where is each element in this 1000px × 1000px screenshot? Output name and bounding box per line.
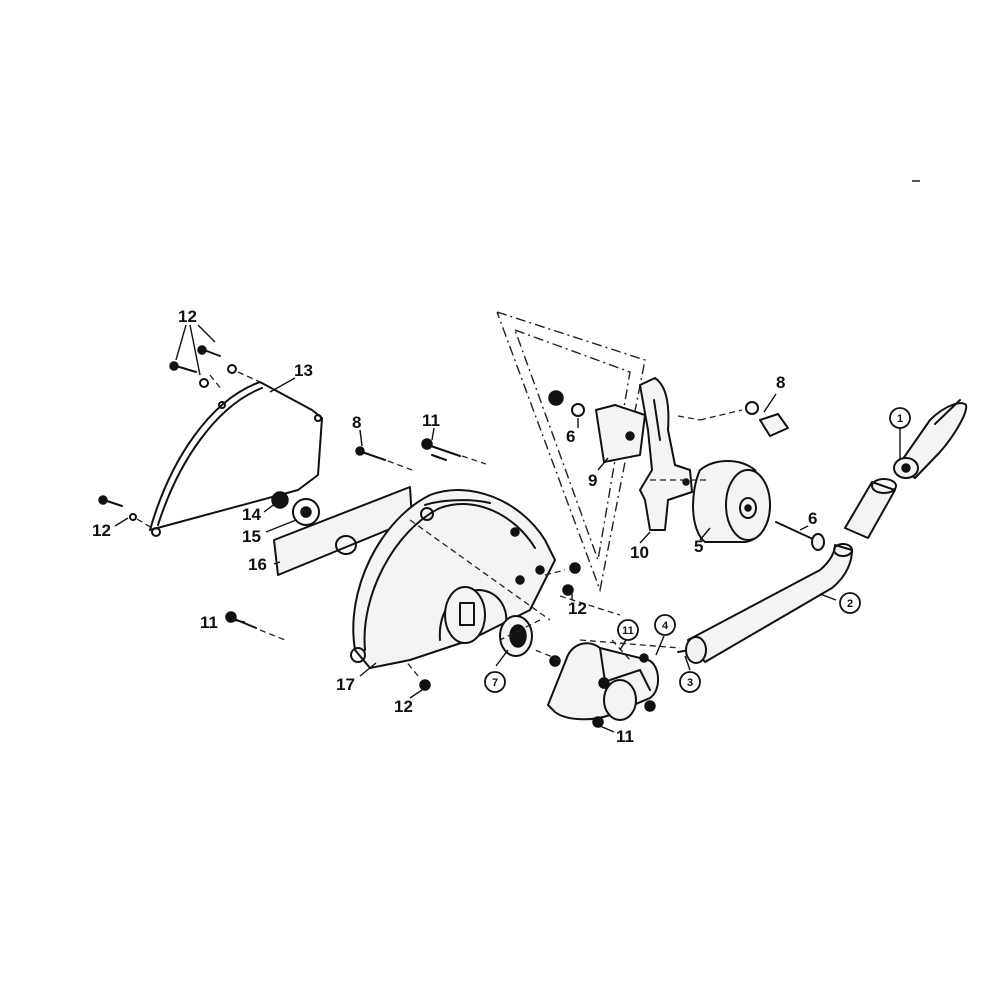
part-14-nut bbox=[271, 491, 289, 509]
svg-text:4: 4 bbox=[662, 620, 669, 632]
part-7-bearing bbox=[499, 615, 533, 657]
callout-circle-7: 7 bbox=[484, 671, 506, 693]
callout-8-right: 8 bbox=[776, 373, 785, 392]
callout-12-bottom: 12 bbox=[394, 697, 413, 716]
callout-circle-2: 2 bbox=[839, 592, 861, 614]
part-12-bolts-top bbox=[169, 345, 261, 391]
callout-12-left: 12 bbox=[92, 521, 111, 540]
callout-14: 14 bbox=[242, 505, 261, 524]
callout-12-right: 12 bbox=[568, 599, 587, 618]
callout-8-center: 8 bbox=[352, 413, 361, 432]
callout-11-bottom: 11 bbox=[616, 727, 634, 746]
svg-text:1: 1 bbox=[897, 413, 903, 425]
svg-text:2: 2 bbox=[847, 598, 853, 610]
callout-11-center: 11 bbox=[422, 411, 440, 430]
leader-lines bbox=[114, 324, 901, 733]
part-12-bolt-left bbox=[98, 495, 153, 529]
svg-text:7: 7 bbox=[492, 677, 498, 689]
callout-11-left: 11 bbox=[200, 613, 218, 632]
callout-13: 13 bbox=[294, 361, 313, 380]
callout-circle-1: 1 bbox=[889, 407, 911, 429]
svg-text:3: 3 bbox=[687, 677, 693, 689]
callout-5: 5 bbox=[694, 537, 703, 556]
callout-9: 9 bbox=[588, 471, 597, 490]
part-4-hub-adapter bbox=[534, 642, 659, 728]
callout-17: 17 bbox=[336, 675, 355, 694]
part-11-bolts-center bbox=[421, 438, 487, 465]
part-8-clip-right bbox=[677, 401, 789, 437]
part-2-tube bbox=[685, 543, 853, 664]
part-12-nuts-right bbox=[544, 562, 581, 596]
callout-15: 15 bbox=[242, 527, 261, 546]
part-11-bolt-left bbox=[225, 611, 286, 641]
part-10-arm bbox=[639, 377, 693, 531]
frame-outline bbox=[496, 311, 646, 593]
part-15-washer bbox=[292, 498, 320, 526]
callout-12-top: 12 bbox=[178, 307, 197, 326]
callout-6-upper: 6 bbox=[566, 427, 575, 446]
callout-circle-3: 3 bbox=[679, 671, 701, 693]
part-5-pulley bbox=[692, 460, 771, 543]
part-8-bolt-center bbox=[355, 446, 413, 471]
part-13-belt-guard-cover bbox=[149, 381, 323, 537]
callout-circle-11: 11 bbox=[617, 619, 639, 641]
callout-6-lower: 6 bbox=[808, 509, 817, 528]
part-1-handle bbox=[844, 399, 968, 539]
assembly-lines bbox=[409, 479, 710, 661]
part-9-bracket bbox=[548, 390, 646, 463]
callout-16: 16 bbox=[248, 555, 267, 574]
part-6-bolt-right bbox=[775, 521, 825, 551]
part-17-housing bbox=[350, 489, 556, 669]
callout-circle-4: 4 bbox=[654, 614, 676, 636]
part-12-nut-bottom bbox=[404, 659, 431, 691]
callout-10: 10 bbox=[630, 543, 649, 562]
svg-text:11: 11 bbox=[622, 625, 634, 637]
